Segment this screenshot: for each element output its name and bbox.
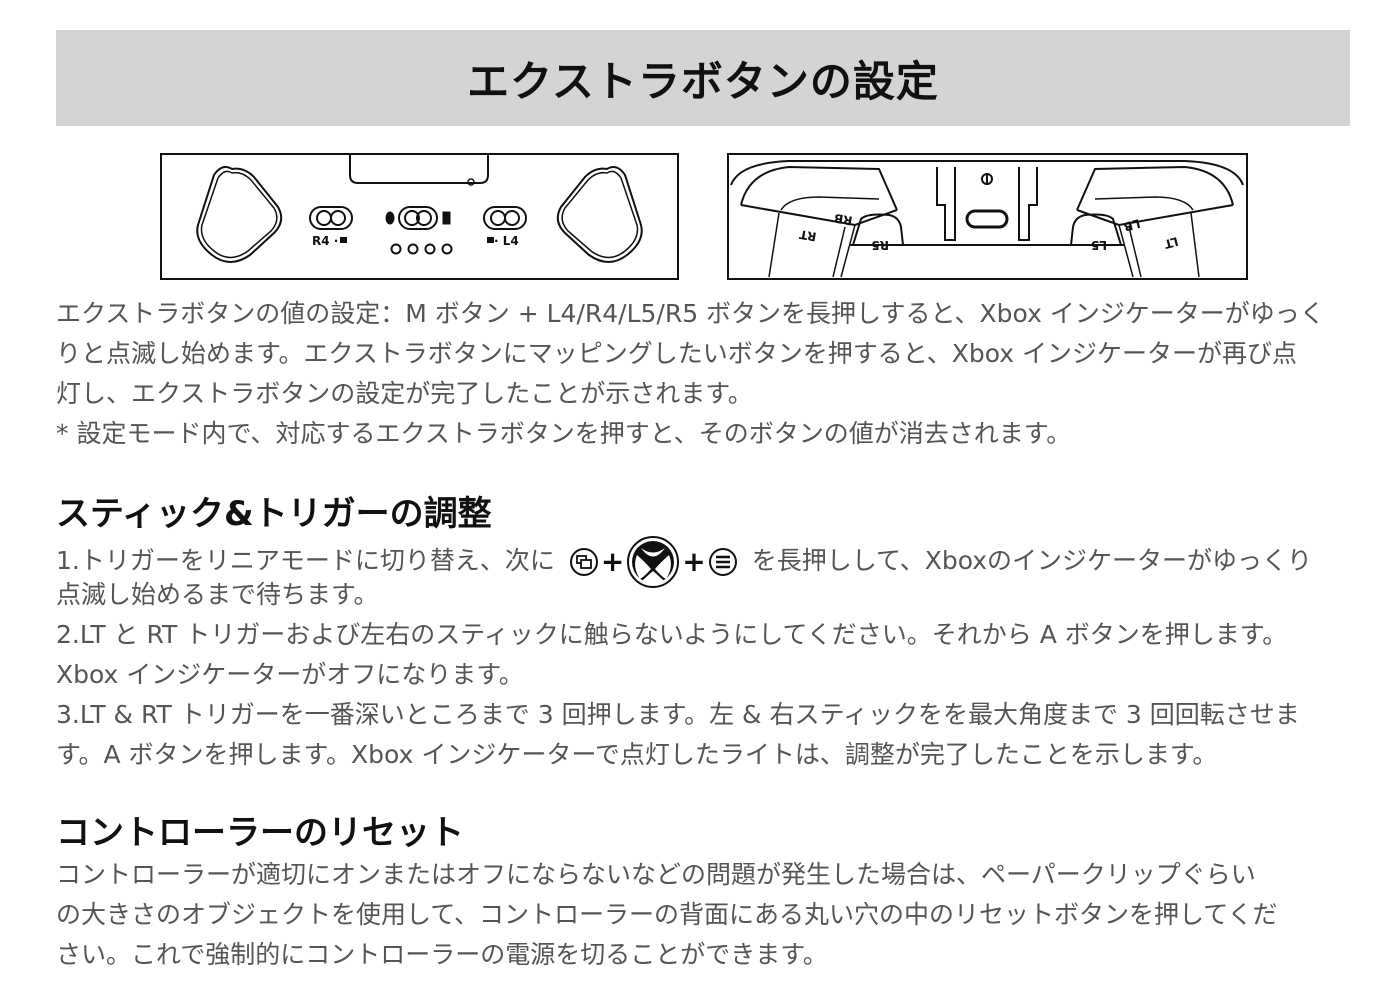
text-line: さい。これで強制的にコントローラーの電源を切ることができます。 xyxy=(56,940,828,969)
l4-label: · L4 xyxy=(494,234,519,248)
r4-label: R4 · xyxy=(312,234,338,248)
stick-trigger-heading: スティック&トリガーの調整 xyxy=(56,494,492,534)
controller-reset-heading: コントローラーのリセット xyxy=(56,813,464,853)
text-line: 1.トリガーをリニアモードに切り替え、次に + + を長押しして、Xboxのイン… xyxy=(56,535,1313,588)
stick-trigger-instructions: 1.トリガーをリニアモードに切り替え、次に + + を長押しして、Xboxのイン… xyxy=(56,535,1312,775)
controller-top-diagram: RT RB R5 L5 LB LT xyxy=(727,153,1248,280)
button-combo: + + xyxy=(569,535,738,589)
text-line: 灯し、エクストラボタンの設定が完了したことが示されます。 xyxy=(56,379,753,408)
text-line: の大きさのオブジェクトを使用して、コントローラーの背面にある丸い穴の中のリセット… xyxy=(56,900,1278,929)
plus-sign: + xyxy=(600,545,625,578)
title-banner: エクストラボタンの設定 xyxy=(56,30,1350,126)
text-segment: を長押しして、Xboxのインジケーターがゆっくり xyxy=(751,546,1313,575)
lt-label: LT xyxy=(1162,234,1180,251)
text-line: 点滅し始めるまで待ちます。 xyxy=(56,580,379,609)
lock-icon xyxy=(340,237,347,243)
text-line: Xbox インジケーターがオフになります。 xyxy=(56,660,524,689)
lock-icon xyxy=(487,237,494,243)
view-button-icon xyxy=(569,548,598,576)
text-line: エクストラボタンの値の設定：M ボタン + L4/R4/L5/R5 ボタンを長押… xyxy=(56,299,1325,328)
text-segment: 1.トリガーをリニアモードに切り替え、次に xyxy=(56,546,555,575)
text-line: す。A ボタンを押します。Xbox インジケーターで点灯したライトは、調整が完了… xyxy=(56,740,1218,769)
text-line: りと点滅し始めます。エクストラボタンにマッピングしたいボタンを押すると、Xbox… xyxy=(56,339,1298,368)
rt-label: RT xyxy=(798,227,818,244)
text-line: * 設定モード内で、対応するエクストラボタンを押すと、そのボタンの値が消去されま… xyxy=(56,419,1072,448)
xbox-button-icon xyxy=(627,536,680,588)
l5-label: L5 xyxy=(1091,238,1107,252)
page-title: エクストラボタンの設定 xyxy=(467,56,939,106)
controller-back-diagram: R4 · · L4 xyxy=(160,153,679,280)
text-line: 2.LT と RT トリガーおよび左右のスティックに触らないようにしてください。… xyxy=(56,620,1288,649)
controller-reset-instructions: コントローラーが適切にオンまたはオフにならないなどの問題が発生した場合は、ペーパ… xyxy=(56,855,1278,975)
menu-button-icon xyxy=(708,548,737,576)
rb-label: RB xyxy=(833,211,854,228)
lb-label: LB xyxy=(1122,216,1142,234)
text-line: コントローラーが適切にオンまたはオフにならないなどの問題が発生した場合は、ペーパ… xyxy=(56,860,1256,889)
plus-sign: + xyxy=(682,545,706,578)
extra-button-instructions: エクストラボタンの値の設定：M ボタン + L4/R4/L5/R5 ボタンを長押… xyxy=(56,294,1325,454)
r5-label: R5 xyxy=(871,238,889,252)
text-line: 3.LT & RT トリガーを一番深いところまで 3 回押します。左 & 右ステ… xyxy=(56,700,1300,729)
